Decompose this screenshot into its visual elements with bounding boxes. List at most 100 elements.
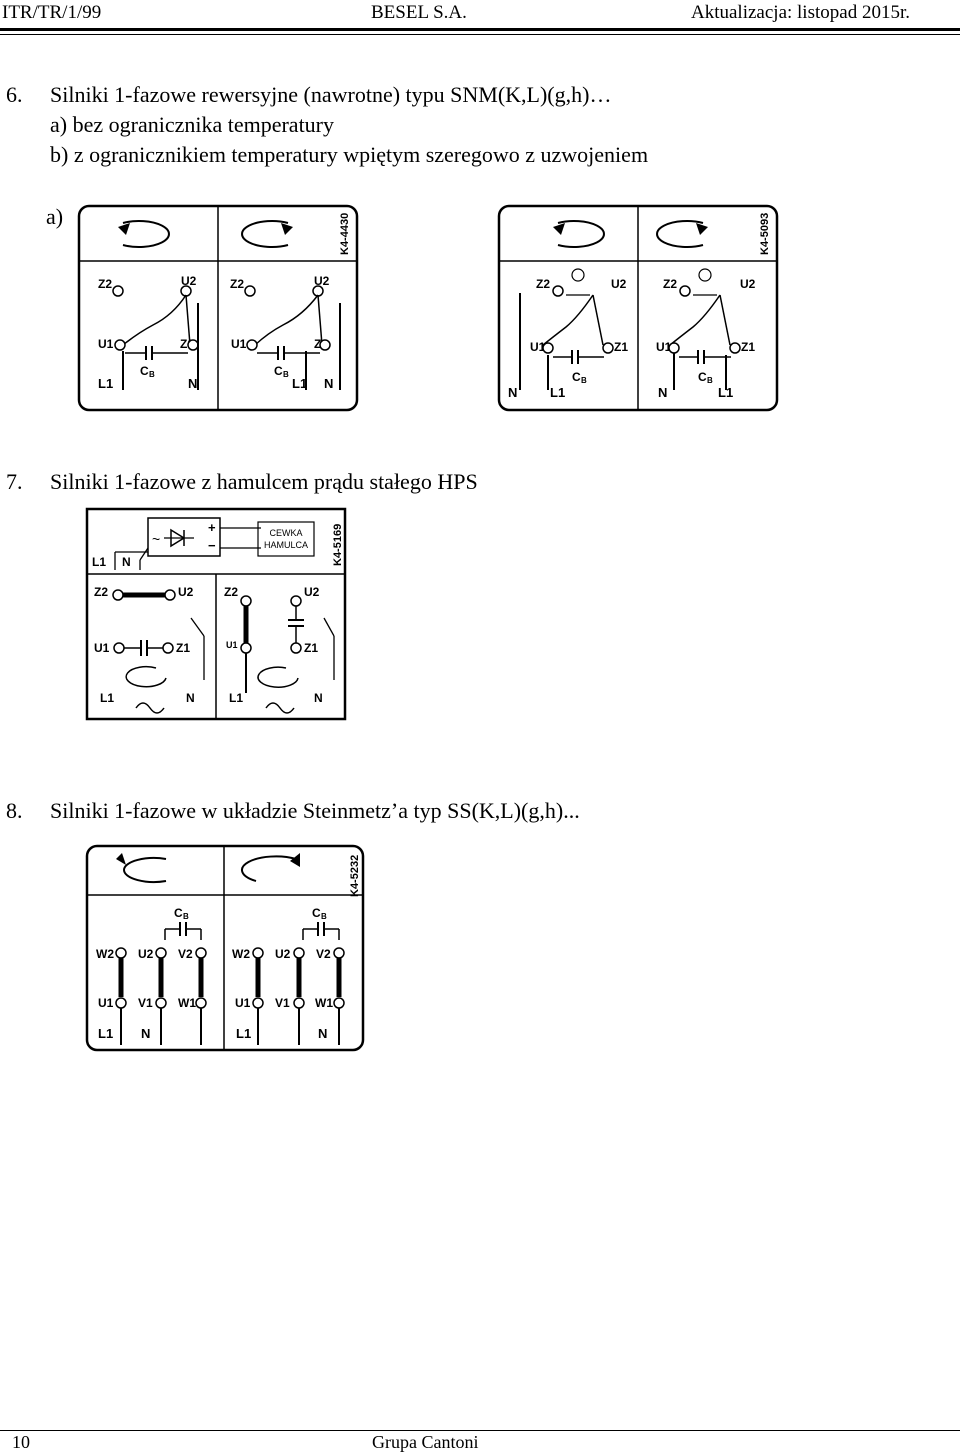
svg-text:N: N	[324, 376, 333, 391]
svg-text:−: −	[208, 538, 216, 553]
diagram-7-code: K4-5169	[332, 524, 344, 566]
svg-text:W1: W1	[178, 996, 196, 1010]
svg-text:L1: L1	[100, 691, 114, 705]
svg-text:V1: V1	[275, 996, 290, 1010]
svg-text:C: C	[174, 906, 183, 920]
svg-text:U1: U1	[226, 640, 238, 650]
svg-text:N: N	[186, 691, 195, 705]
svg-text:U2: U2	[178, 585, 194, 599]
svg-text:C: C	[274, 364, 283, 378]
terminal-z2: Z2	[98, 277, 112, 291]
svg-text:L1: L1	[236, 1026, 251, 1041]
svg-text:N: N	[188, 376, 197, 391]
svg-text:N: N	[141, 1026, 150, 1041]
svg-text:U1: U1	[235, 996, 251, 1010]
rotation-ccw-icon-b	[557, 220, 605, 248]
terminal-u2: U2	[181, 274, 197, 288]
section-8-title: Silniki 1-fazowe w układzie Steinmetz’a …	[50, 798, 580, 823]
header-doc-id: ITR/TR/1/99	[2, 2, 102, 23]
svg-text:L1: L1	[718, 385, 733, 400]
svg-text:L1: L1	[92, 555, 106, 569]
svg-text:C: C	[140, 364, 149, 378]
svg-text:Z2: Z2	[536, 277, 550, 291]
svg-text:CEWKA: CEWKA	[269, 528, 302, 538]
diagram-6a-code: K4-4430	[339, 213, 351, 255]
svg-text:U1: U1	[656, 340, 672, 354]
svg-text:N: N	[122, 555, 131, 569]
brake-coil-box	[257, 521, 315, 557]
header-rule	[0, 28, 960, 31]
svg-text:U1: U1	[530, 340, 546, 354]
svg-text:Z1: Z1	[614, 340, 628, 354]
svg-text:Z2: Z2	[230, 277, 244, 291]
svg-text:U2: U2	[314, 274, 330, 288]
svg-text:B: B	[183, 912, 189, 921]
terminal-u1: U1	[98, 337, 114, 351]
header-rule-thin	[0, 34, 960, 35]
section-8-heading: 8. Silniki 1-fazowe w układzie Steinmetz’…	[6, 796, 580, 826]
svg-text:L1: L1	[292, 376, 307, 391]
header-update: Aktualizacja: listopad 2015r.	[691, 2, 910, 23]
footer-company: Grupa Cantoni	[372, 1432, 479, 1452]
svg-text:Z1: Z1	[741, 340, 755, 354]
svg-text:~: ~	[152, 531, 160, 547]
svg-text:C: C	[572, 370, 581, 384]
rotation-icon-7a	[125, 665, 167, 688]
svg-text:V1: V1	[138, 996, 153, 1010]
section-6-number: 6.	[6, 82, 23, 107]
svg-text:+: +	[208, 520, 216, 535]
footer-rule	[0, 1430, 960, 1431]
svg-text:B: B	[283, 370, 289, 379]
svg-text:U2: U2	[304, 585, 320, 599]
rotation-icon-7b	[257, 666, 299, 688]
svg-text:W2: W2	[96, 947, 114, 961]
svg-text:U2: U2	[740, 277, 756, 291]
rotation-cw-icon-8a	[123, 857, 167, 883]
diagram-6b: K4-5093 Z2 U2 U1 Z1 C B N L1 Z2 U2 U1 Z1…	[497, 204, 779, 412]
svg-text:C: C	[312, 906, 321, 920]
svg-text:N: N	[318, 1026, 327, 1041]
diagram-7: ~ + − CEWKA HAMULCA K4-5169 L1 N Z2 U2 U…	[85, 507, 347, 721]
svg-text:U1: U1	[231, 337, 247, 351]
section-8-number: 8.	[6, 798, 23, 823]
svg-text:Z1: Z1	[304, 641, 318, 655]
diagram-8-code: K4-5232	[349, 855, 361, 897]
svg-text:B: B	[707, 376, 713, 385]
rotation-ccw-icon	[122, 220, 170, 248]
svg-text:L1: L1	[550, 385, 565, 400]
svg-text:L1: L1	[98, 376, 113, 391]
section-6-heading: 6. Silniki 1-fazowe rewersyjne (nawrotne)…	[6, 80, 611, 110]
section-6-title: Silniki 1-fazowe rewersyjne (nawrotne) t…	[50, 82, 612, 107]
svg-text:B: B	[581, 376, 587, 385]
svg-text:V2: V2	[178, 947, 193, 961]
svg-text:B: B	[149, 370, 155, 379]
rotation-ccw-icon-8b	[241, 855, 297, 882]
svg-text:V2: V2	[316, 947, 331, 961]
section-6-item-b: b) z ogranicznikiem temperatury wpiętym …	[50, 142, 649, 167]
svg-text:Z2: Z2	[224, 585, 238, 599]
svg-text:C: C	[698, 370, 707, 384]
svg-text:Z2: Z2	[94, 585, 108, 599]
diagram-8: K4-5232 C B W2 U2 V2 U1 V1 W1 L1 N C B W…	[85, 844, 365, 1052]
rectifier-box	[147, 517, 221, 557]
rotation-cw-icon-b	[656, 220, 704, 248]
ac-source-icon	[135, 702, 165, 714]
svg-text:L1: L1	[229, 691, 243, 705]
svg-text:N: N	[314, 691, 323, 705]
svg-text:L1: L1	[98, 1026, 113, 1041]
section-7-number: 7.	[6, 469, 23, 494]
svg-text:U2: U2	[611, 277, 627, 291]
section-6-item-a: a) bez ogranicznika temperatury	[50, 112, 335, 137]
header-company: BESEL S.A.	[371, 2, 467, 23]
diagram-8-frame	[85, 844, 365, 1052]
svg-text:HAMULCA: HAMULCA	[264, 540, 308, 550]
svg-text:N: N	[658, 385, 667, 400]
footer-page-number: 10	[12, 1432, 30, 1452]
diagram-6b-code: K4-5093	[759, 213, 771, 255]
svg-text:W2: W2	[232, 947, 250, 961]
section-7-heading: 7. Silniki 1-fazowe z hamulcem prądu stał…	[6, 467, 478, 497]
svg-text:N: N	[508, 385, 517, 400]
svg-text:B: B	[321, 912, 327, 921]
section-7-title: Silniki 1-fazowe z hamulcem prądu stałeg…	[50, 469, 478, 494]
svg-text:Z2: Z2	[663, 277, 677, 291]
